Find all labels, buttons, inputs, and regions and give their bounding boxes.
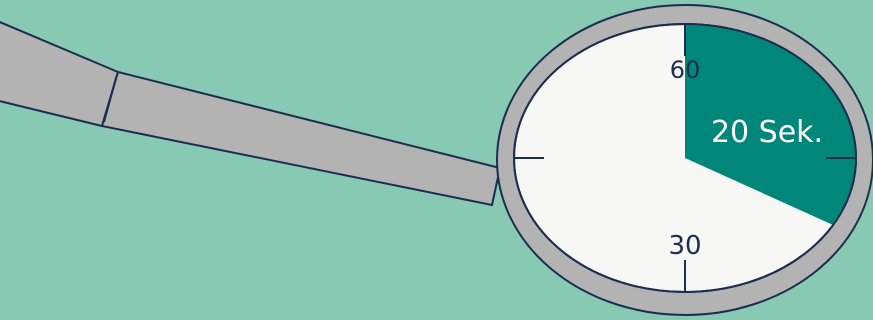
dial-label-60: 60 (670, 56, 701, 84)
elapsed-seconds-label: 20 Sek. (711, 115, 823, 150)
dial-label-30: 30 (668, 231, 701, 261)
